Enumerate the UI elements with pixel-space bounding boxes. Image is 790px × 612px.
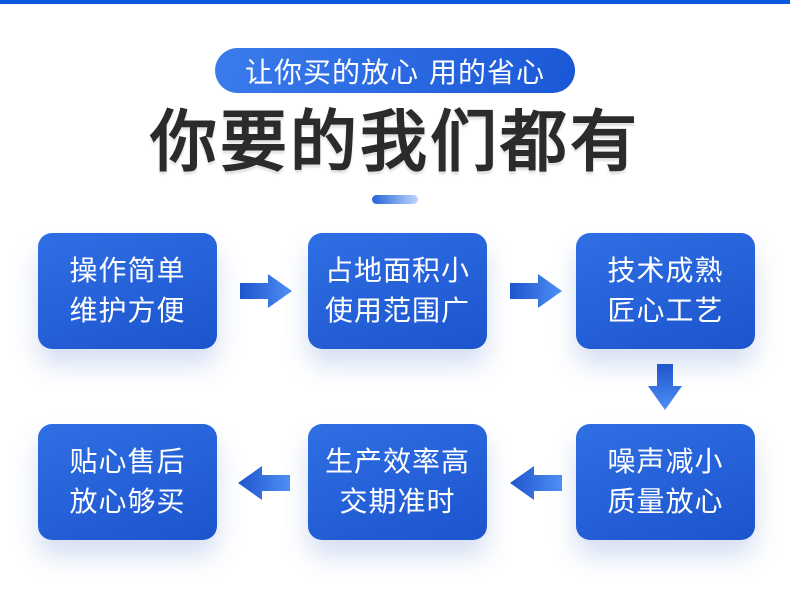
feature-box-easy-operation: 操作简单 维护方便 xyxy=(38,233,217,349)
feature-box-caring-aftersales: 贴心售后 放心够买 xyxy=(38,424,217,540)
feature-line: 使用范围广 xyxy=(324,294,470,327)
feature-line: 贴心售后 xyxy=(69,445,186,478)
top-accent-bar xyxy=(0,0,790,4)
feature-line: 占地面积小 xyxy=(324,254,470,287)
tagline-badge: 让你买的放心 用的省心 xyxy=(215,48,575,93)
arrow-left-icon xyxy=(510,466,562,500)
arrow-down-icon xyxy=(648,364,682,410)
tagline-text: 让你买的放心 用的省心 xyxy=(245,55,545,89)
arrow-right-icon xyxy=(510,274,562,308)
feature-line: 操作简单 xyxy=(69,254,186,287)
feature-line: 匠心工艺 xyxy=(607,294,724,327)
arrow-right-icon xyxy=(240,274,292,308)
feature-box-mature-technology: 技术成熟 匠心工艺 xyxy=(576,233,755,349)
feature-line: 维护方便 xyxy=(69,294,186,327)
title-underline xyxy=(372,195,418,204)
feature-line: 噪声减小 xyxy=(607,445,724,478)
feature-line: 生产效率高 xyxy=(324,445,470,478)
arrow-left-icon xyxy=(238,466,290,500)
page-title: 你要的我们都有 xyxy=(150,103,640,181)
feature-line: 交期准时 xyxy=(339,485,456,518)
feature-line: 放心够买 xyxy=(69,485,186,518)
feature-box-high-efficiency: 生产效率高 交期准时 xyxy=(308,424,487,540)
feature-box-low-noise: 噪声减小 质量放心 xyxy=(576,424,755,540)
feature-box-small-footprint: 占地面积小 使用范围广 xyxy=(308,233,487,349)
feature-line: 质量放心 xyxy=(607,485,724,518)
feature-line: 技术成熟 xyxy=(607,254,724,287)
